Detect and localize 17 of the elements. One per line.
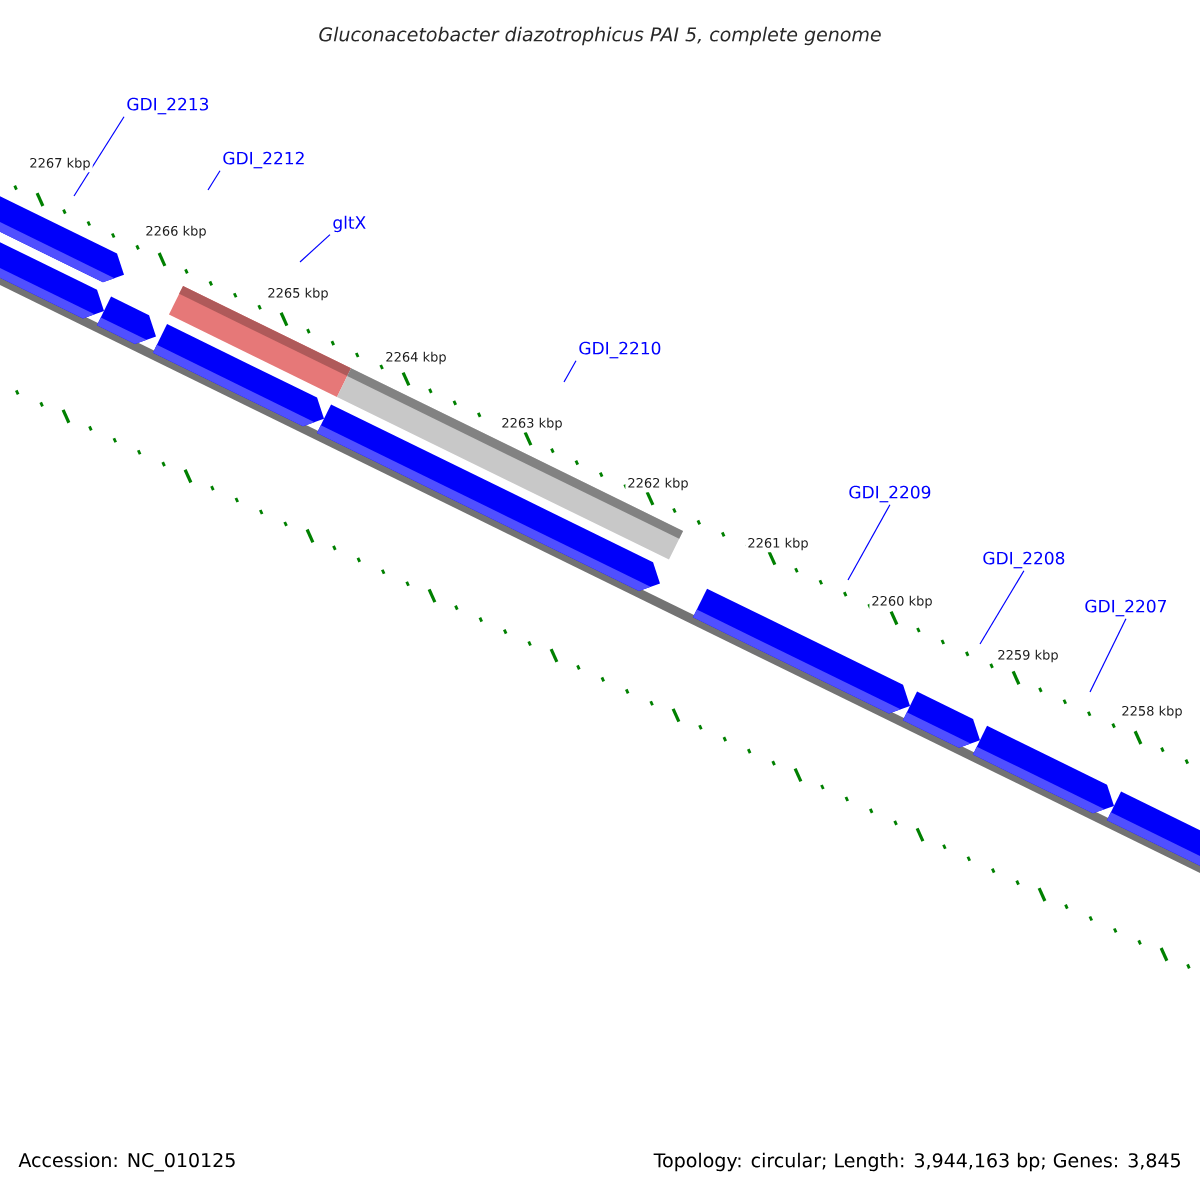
- leader-line: [299, 234, 331, 263]
- leader-line: [207, 170, 221, 191]
- gene-label: GDI_2208: [983, 551, 1065, 569]
- gene-label: GDI_2209: [849, 485, 931, 503]
- title: Gluconacetobacter diazotrophicus PAI 5, complete genome: [319, 26, 881, 46]
- leader-line: [979, 570, 1025, 645]
- leader-line: [73, 116, 125, 197]
- leader-line: [563, 360, 577, 383]
- gene-label: GDI_2210: [579, 341, 661, 359]
- gene-label: GDI_2207: [1085, 599, 1166, 617]
- gene-label: gltX: [333, 215, 366, 233]
- gene-label: GDI_2212: [223, 151, 304, 169]
- leader-line: [847, 504, 891, 581]
- footer-text: Accession: NC_010125: [18, 1152, 235, 1172]
- footer-text: Topology: circular; Length: 3,944,163 bp; Genes: 3,845: [653, 1152, 1180, 1172]
- gene-label: GDI_2213: [127, 97, 209, 115]
- leader-line: [1089, 618, 1127, 693]
